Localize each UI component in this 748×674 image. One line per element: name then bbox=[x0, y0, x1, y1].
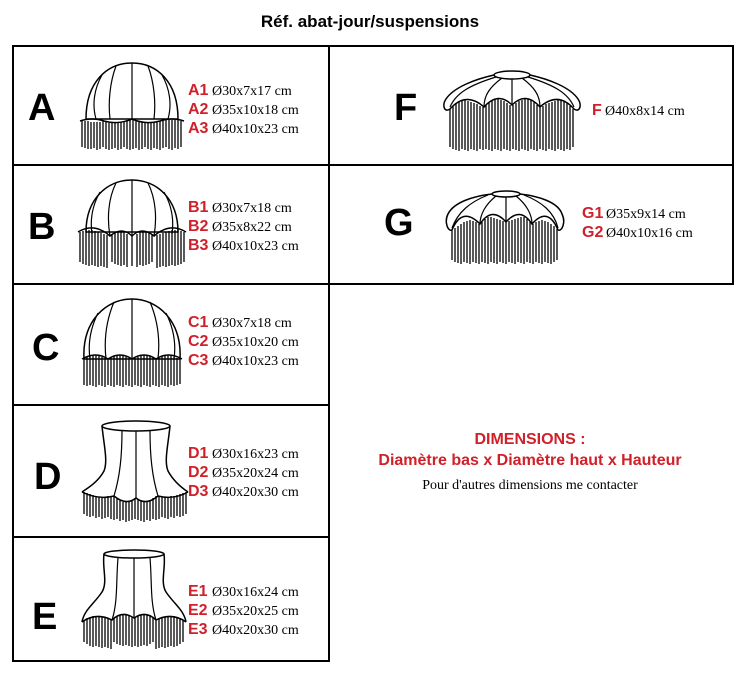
spec-dims: Ø35x10x18 cm bbox=[212, 103, 299, 118]
shade-d-illustration bbox=[81, 420, 189, 522]
spec-code: D1 bbox=[188, 445, 209, 462]
panel-letter: C bbox=[32, 327, 60, 369]
spec-dims: Ø40x10x23 cm bbox=[212, 239, 299, 254]
spec-dims: Ø30x7x18 cm bbox=[212, 316, 292, 331]
spec-row: E3 Ø40x20x30 cm bbox=[188, 620, 299, 639]
contact-note: Pour d'autres dimensions me contacter bbox=[422, 478, 638, 493]
page-title: Réf. abat-jour/suspensions bbox=[260, 12, 480, 31]
spec-row: E2 Ø35x20x25 cm bbox=[188, 601, 299, 620]
panel-letter: F bbox=[394, 87, 418, 129]
spec-code: F bbox=[592, 102, 602, 119]
spec-code: C2 bbox=[188, 333, 209, 350]
panel-letter: B bbox=[28, 206, 56, 248]
spec-code: B3 bbox=[188, 237, 209, 254]
spec-dims: Ø35x9x14 cm bbox=[606, 207, 686, 222]
dimensions-heading: DIMENSIONS : bbox=[474, 431, 586, 448]
spec-code: G1 bbox=[582, 205, 604, 222]
panel-letter: D bbox=[34, 456, 62, 498]
shade-c-illustration bbox=[81, 298, 183, 387]
spec-dims: Ø40x20x30 cm bbox=[212, 623, 299, 638]
shade-e-illustration bbox=[81, 549, 187, 649]
panel-letter: A bbox=[28, 87, 56, 129]
spec-code: D3 bbox=[188, 483, 209, 500]
spec-code: E2 bbox=[188, 602, 208, 619]
spec-dims: Ø40x10x16 cm bbox=[606, 226, 693, 241]
spec-dims: Ø30x16x24 cm bbox=[212, 585, 299, 600]
spec-list: E1 Ø30x16x24 cm E2 Ø35x20x25 cm E3 Ø40x20x3… bbox=[188, 582, 299, 639]
panel-letter: E bbox=[32, 596, 58, 638]
spec-code: C3 bbox=[188, 352, 209, 369]
spec-dims: Ø35x8x22 cm bbox=[212, 220, 292, 235]
spec-code: B1 bbox=[188, 199, 209, 216]
spec-dims: Ø35x20x25 cm bbox=[212, 604, 299, 619]
shade-f-illustration bbox=[443, 70, 581, 151]
spec-dims: Ø35x20x24 cm bbox=[212, 466, 299, 481]
shade-g-illustration bbox=[445, 190, 565, 264]
dimensions-legend: DIMENSIONS : Diamètre bas x Diamètre hau… bbox=[330, 430, 730, 494]
spec-dims: Ø40x20x30 cm bbox=[212, 485, 299, 500]
panel-letter: G bbox=[384, 202, 414, 244]
dimensions-explanation: Diamètre bas x Diamètre haut x Hauteur bbox=[378, 452, 682, 469]
spec-row: E1 Ø30x16x24 cm bbox=[188, 582, 299, 601]
spec-code: B2 bbox=[188, 218, 209, 235]
spec-code: E3 bbox=[188, 621, 208, 638]
spec-code: D2 bbox=[188, 464, 209, 481]
spec-code: E1 bbox=[188, 583, 208, 600]
panel-e: E E1 Ø30x16x24 cm E2 Ø35x20x25 cm E3 Ø40x20… bbox=[12, 536, 330, 662]
shade-b-illustration bbox=[77, 179, 187, 268]
spec-dims: Ø30x7x18 cm bbox=[212, 201, 292, 216]
spec-code: A3 bbox=[188, 120, 209, 137]
spec-dims: Ø40x10x23 cm bbox=[212, 122, 299, 137]
spec-code: C1 bbox=[188, 314, 209, 331]
spec-code: G2 bbox=[582, 224, 604, 241]
spec-dims: Ø40x10x23 cm bbox=[212, 354, 299, 369]
spec-dims: Ø30x16x23 cm bbox=[212, 447, 299, 462]
shade-a-illustration bbox=[79, 62, 185, 150]
spec-code: A1 bbox=[188, 82, 209, 99]
spec-dims: Ø40x8x14 cm bbox=[605, 104, 685, 119]
spec-dims: Ø35x10x20 cm bbox=[212, 335, 299, 350]
spec-dims: Ø30x7x17 cm bbox=[212, 84, 292, 99]
spec-code: A2 bbox=[188, 101, 209, 118]
